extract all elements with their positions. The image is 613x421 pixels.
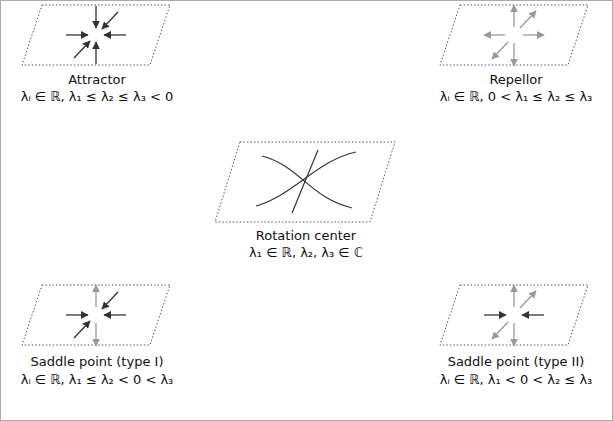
plane: [440, 5, 588, 65]
inward-arrow: [102, 292, 118, 309]
point-type-label: Saddle point (type II): [448, 354, 585, 370]
outward-arrow: [520, 291, 536, 308]
inward-arrow: [66, 34, 88, 35]
point-type-label: Repellor: [489, 72, 542, 88]
eigenvalue-condition: λᵢ ∈ ℝ, λ₁ ≤ λ₂ < 0 < λ₃: [21, 372, 174, 388]
trajectory-curve: [256, 152, 356, 206]
rotation-center-figure: [215, 142, 395, 222]
attractor-figure: [22, 5, 170, 65]
outward-arrow: [513, 285, 514, 307]
inward-arrow: [74, 41, 90, 58]
inward-arrow: [104, 34, 126, 35]
point-type-label: Attractor: [68, 72, 126, 88]
point-type-label: Saddle point (type I): [31, 354, 164, 370]
eigenvalue-condition: λ₁ ∈ ℝ, λ₂, λ₃ ∈ ℂ: [249, 245, 363, 261]
outward-arrow: [484, 34, 505, 35]
plane: [22, 5, 170, 65]
inward-arrow: [74, 321, 90, 338]
saddle-type-2-figure: [440, 285, 588, 346]
inward-arrow: [66, 314, 88, 315]
plane: [215, 142, 395, 222]
outward-arrow: [492, 322, 508, 339]
outward-arrow: [95, 323, 96, 346]
inward-arrow: [95, 42, 96, 64]
outward-arrow: [513, 5, 514, 27]
outward-arrow: [513, 323, 514, 346]
outward-arrow: [520, 11, 536, 28]
outward-arrow: [523, 34, 544, 35]
inward-arrow: [102, 12, 118, 29]
eigenvalue-condition: λᵢ ∈ ℝ, λ₁ < 0 < λ₂ ≤ λ₃: [440, 372, 593, 388]
plane: [22, 285, 170, 345]
inward-arrow: [104, 314, 126, 315]
repellor-figure: [440, 5, 588, 66]
saddle-type-1-figure: [22, 285, 170, 346]
inward-arrow: [95, 6, 96, 28]
inward-arrow: [522, 314, 544, 315]
inward-arrow: [484, 314, 506, 315]
eigenvalue-condition: λᵢ ∈ ℝ, 0 < λ₁ ≤ λ₂ ≤ λ₃: [440, 89, 593, 105]
outward-arrow: [95, 285, 96, 307]
point-type-label: Rotation center: [256, 228, 356, 244]
eigenvalue-condition: λᵢ ∈ ℝ, λ₁ ≤ λ₂ ≤ λ₃ < 0: [21, 89, 174, 105]
outward-arrow: [513, 43, 514, 66]
outward-arrow: [492, 42, 508, 59]
trajectory-curve: [262, 156, 352, 208]
plane: [440, 285, 588, 345]
